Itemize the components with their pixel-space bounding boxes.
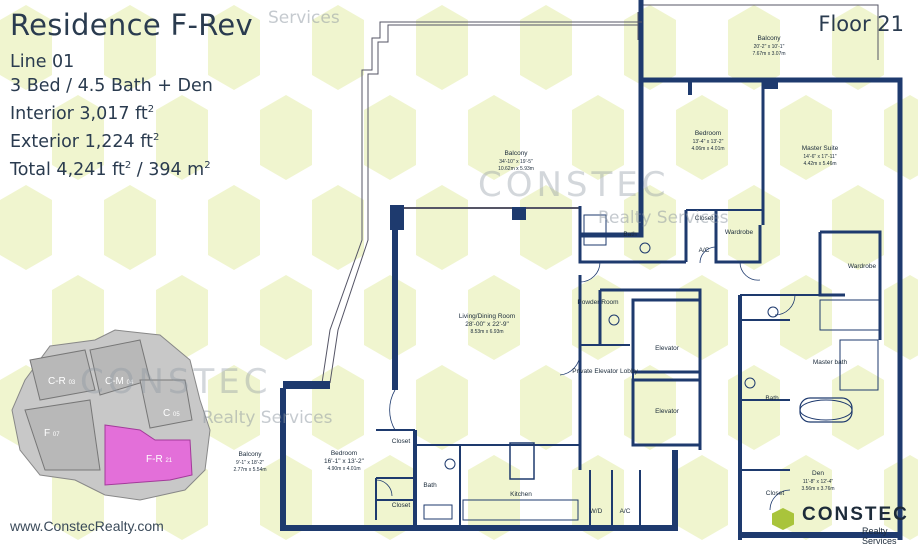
svg-text:F-R 21: F-R 21 bbox=[146, 454, 173, 465]
constec-logo-icon bbox=[772, 508, 794, 530]
keyplan-num-cm: 04 bbox=[127, 380, 134, 386]
svg-text:C-R 03: C-R 03 bbox=[48, 376, 76, 387]
watermark-brand-1: CONSTEC bbox=[478, 165, 670, 205]
keyplan-label-cr: C-R bbox=[48, 376, 66, 387]
wardrobe1-name: Wardrobe bbox=[725, 229, 754, 236]
kitchen-name: Kitchen bbox=[510, 491, 532, 498]
svg-text:C-M 04: C-M 04 bbox=[105, 376, 134, 387]
bath1-name: Bath bbox=[623, 231, 637, 238]
keyplan-label-c: C bbox=[163, 408, 170, 419]
balcony-top-name: Balcony bbox=[757, 35, 781, 42]
balcony-left-name: Balcony bbox=[238, 451, 262, 458]
closet4-name: Closet bbox=[766, 490, 785, 497]
residence-exterior: Exterior 1,224 ft2 bbox=[10, 126, 253, 154]
svg-text:C 05: C 05 bbox=[163, 408, 180, 419]
keyplan bbox=[11, 329, 211, 501]
den-dim: 11'-8" x 12'-4" bbox=[803, 479, 834, 485]
bath2-name: Bath bbox=[765, 395, 779, 402]
watermark-sub-2: Realty Services bbox=[202, 408, 333, 428]
wardrobe2-name: Wardrobe bbox=[848, 263, 877, 270]
residence-interior: Interior 3,017 ft2 bbox=[10, 98, 253, 126]
keyplan-num-c: 05 bbox=[173, 412, 180, 418]
keyplan-num-cr: 03 bbox=[69, 380, 76, 386]
keyplan-labels: C-R 03 C-M 04 C 05 F 07 F-R 21 bbox=[44, 376, 180, 465]
keyplan-num-f: 07 bbox=[53, 432, 60, 438]
master-suite-metric: 4.42m x 5.46m bbox=[803, 161, 836, 167]
balcony-main-dim: 34'-10" x 19'-5" bbox=[499, 159, 533, 165]
den-metric: 3.56m x 3.76m bbox=[801, 486, 834, 492]
watermark-brand-2: CONSTEC bbox=[80, 362, 272, 402]
interior-sq: 2 bbox=[147, 104, 155, 115]
bedroom2-name: Bedroom bbox=[331, 450, 357, 457]
watermark-sub-1: Realty Services bbox=[598, 208, 729, 228]
closet3-name: Closet bbox=[392, 502, 411, 509]
exterior-sq: 2 bbox=[152, 131, 160, 143]
balcony-main-name: Balcony bbox=[504, 150, 528, 157]
ac1-name: A/C bbox=[699, 247, 710, 254]
master-suite-name: Master Suite bbox=[802, 145, 839, 152]
bedroom2-metric: 4.90m x 4.01m bbox=[327, 466, 360, 472]
keyplan-label-f: F bbox=[44, 428, 50, 439]
den-name: Den bbox=[812, 470, 824, 477]
keyplan-label-fr: F-R bbox=[146, 454, 163, 465]
website-link[interactable]: www.ConstecRealty.com bbox=[10, 518, 164, 534]
balcony-left-dim: 9'-1" x 18'-2" bbox=[236, 460, 264, 466]
lobby-name: Private Elevator Lobby bbox=[572, 368, 638, 375]
residence-line: Line 01 bbox=[10, 52, 75, 72]
bath3-name: Bath bbox=[423, 482, 437, 489]
bedroom1-name: Bedroom bbox=[695, 130, 721, 137]
total-sq-m: 2 bbox=[204, 159, 211, 171]
residence-total: Total 4,241 ft2 / 394 m2 bbox=[10, 154, 253, 182]
ac2-name: A/C bbox=[620, 508, 631, 515]
residence-title: Residence F-Rev bbox=[10, 8, 253, 42]
svg-text:F 07: F 07 bbox=[44, 428, 60, 439]
elevator1-name: Elevator bbox=[655, 345, 680, 352]
residence-info: Residence F-Rev Line 01 3 Bed / 4.5 Bath… bbox=[10, 8, 253, 181]
keyplan-num-fr: 21 bbox=[165, 458, 172, 464]
bedroom1-metric: 4.06m x 4.01m bbox=[691, 146, 724, 152]
closet2-name: Closet bbox=[392, 438, 411, 445]
master-bath-name: Master bath bbox=[813, 359, 848, 366]
keyplan-label-cm: C-M bbox=[105, 376, 124, 387]
balcony-left-metric: 2.77m x 5.54m bbox=[233, 467, 266, 473]
exterior-label: Exterior 1,224 ft bbox=[10, 131, 153, 152]
balcony-top-metric: 7.67m x 3.07m bbox=[752, 51, 785, 57]
floor-label: Floor 21 bbox=[818, 12, 904, 36]
interior-label: Interior 3,017 ft bbox=[10, 103, 148, 124]
watermark-sub-3: Services bbox=[268, 8, 340, 28]
living-dim: 28'-00" x 22'-9" bbox=[465, 321, 509, 328]
balcony-top-dim: 20'-2" x 10'-1" bbox=[754, 44, 785, 50]
balcony-main-metric: 10.62m x 5.93m bbox=[498, 166, 534, 172]
living-metric: 8.53m x 6.93m bbox=[470, 329, 503, 335]
closet1-name: Closet bbox=[695, 215, 714, 222]
elevator2-name: Elevator bbox=[655, 408, 680, 415]
living-name: Living/Dining Room bbox=[459, 313, 515, 320]
powder-name: Powder Room bbox=[577, 299, 618, 306]
constec-logo: CONSTEC Realty Services bbox=[772, 504, 918, 546]
total-label: Total 4,241 ft bbox=[10, 159, 125, 180]
bedroom2-dim: 16'-1" x 13'-2" bbox=[324, 458, 365, 465]
total-sep: / 394 m bbox=[131, 159, 205, 180]
residence-beds-baths: 3 Bed / 4.5 Bath + Den bbox=[10, 76, 213, 96]
wd-name: W/D bbox=[590, 508, 603, 515]
logo-name: CONSTEC bbox=[802, 504, 909, 525]
logo-sub: Realty Services bbox=[862, 526, 897, 546]
master-suite-dim: 14'-6" x 17'-11" bbox=[803, 154, 836, 160]
total-sq: 2 bbox=[124, 159, 132, 171]
bedroom1-dim: 13'-4" x 13'-2" bbox=[693, 139, 724, 145]
